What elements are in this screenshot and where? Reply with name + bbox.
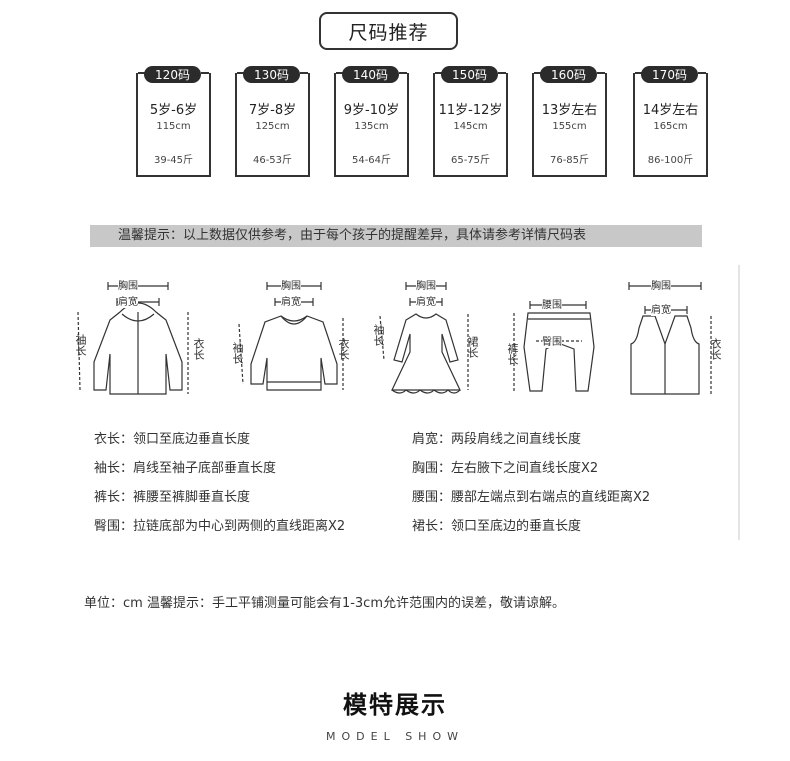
shoulder-label: 肩宽 [281, 293, 301, 308]
height-value: 135cm [354, 121, 389, 132]
weight-range: 65-75斤 [450, 155, 491, 166]
sleeve-label: 袖长 [74, 334, 87, 356]
length-label: 裤长 [506, 343, 519, 365]
jacket-diagram: 胸围 肩宽 袖长 衣长 [70, 272, 205, 402]
size-tag: 150码 [441, 66, 498, 83]
definition-key: 肩宽： [412, 432, 452, 447]
definition-key: 裙长： [412, 519, 452, 534]
definition-hip: 臀围：拉链底部为中心到两侧的直线距离X2 [94, 515, 345, 534]
dress-diagram: 胸围 肩宽 袖长 裙长 [370, 272, 480, 402]
size-card-160: 160码 13岁左右 155cm 76-85斤 [532, 66, 607, 177]
weight-range: 54-64斤 [351, 155, 392, 166]
definition-key: 胸围： [412, 461, 452, 476]
pants-diagram: 腰围 臀围 裤长 [500, 285, 610, 400]
age-range: 14岁左右 [642, 103, 699, 118]
chest-label: 胸围 [281, 277, 301, 292]
vest-diagram: 胸围 肩宽 衣长 [615, 272, 725, 402]
height-value: 145cm [453, 121, 488, 132]
chest-label: 胸围 [416, 277, 436, 292]
definition-sleeve: 袖长：肩线至袖子底部垂直长度 [94, 457, 276, 476]
sleeve-label: 袖长 [372, 324, 385, 346]
length-label: 衣长 [709, 338, 722, 360]
hip-label: 臀围 [542, 333, 562, 348]
definition-chest: 胸围：左右腋下之间直线长度X2 [412, 457, 598, 476]
size-tag: 170码 [641, 66, 698, 83]
model-show-title: 模特展示 [343, 691, 447, 719]
definition-value: 领口至底边垂直长度 [133, 432, 251, 447]
age-range: 11岁-12岁 [438, 103, 503, 118]
definition-waist: 腰围：腰部左端点到右端点的直线距离X2 [412, 486, 650, 505]
definition-key: 裤长： [94, 490, 134, 505]
definition-key: 袖长： [94, 461, 134, 476]
definition-shoulder: 肩宽：两段肩线之间直线长度 [412, 428, 581, 447]
definition-value: 腰部左端点到右端点的直线距离X2 [451, 490, 651, 505]
age-range: 7岁-8岁 [248, 103, 297, 118]
model-show-subtitle: MODEL SHOW [326, 730, 464, 743]
card-frame [433, 72, 508, 177]
length-label: 裙长 [466, 336, 479, 358]
definition-value: 裤腰至裤脚垂直长度 [133, 490, 251, 505]
definition-value: 拉链底部为中心到两侧的直线距离X2 [133, 519, 346, 534]
definition-skirt-length: 裙长：领口至底边的垂直长度 [412, 515, 581, 534]
age-range: 13岁左右 [541, 103, 598, 118]
size-card-170: 170码 14岁左右 165cm 86-100斤 [633, 66, 708, 177]
card-frame [532, 72, 607, 177]
tip-banner: 温馨提示：以上数据仅供参考，由于每个孩子的提醒差异，具体请参考详情尺码表 [90, 225, 702, 247]
size-card-130: 130码 7岁-8岁 125cm 46-53斤 [235, 66, 310, 177]
weight-range: 46-53斤 [252, 155, 293, 166]
vest-drawing [628, 282, 712, 395]
height-value: 115cm [156, 121, 191, 132]
definition-key: 衣长： [94, 432, 134, 447]
height-value: 165cm [653, 121, 688, 132]
weight-range: 86-100斤 [647, 155, 694, 166]
chest-label: 胸围 [118, 277, 138, 292]
age-range: 5岁-6岁 [149, 103, 198, 118]
card-frame [136, 72, 211, 177]
definition-pants-length: 裤长：裤腰至裤脚垂直长度 [94, 486, 250, 505]
definition-value: 左右腋下之间直线长度X2 [451, 461, 599, 476]
size-card-140: 140码 9岁-10岁 135cm 54-64斤 [334, 66, 409, 177]
definition-value: 领口至底边的垂直长度 [451, 519, 582, 534]
size-card-120: 120码 5岁-6岁 115cm 39-45斤 [136, 66, 211, 177]
size-tag: 160码 [540, 66, 597, 83]
size-tag: 140码 [342, 66, 399, 83]
definition-key: 腰围： [412, 490, 452, 505]
definition-value: 两段肩线之间直线长度 [451, 432, 582, 447]
height-value: 155cm [552, 121, 587, 132]
size-card-150: 150码 11岁-12岁 145cm 65-75斤 [433, 66, 508, 177]
chest-label: 胸围 [651, 277, 671, 292]
size-tag: 130码 [243, 66, 300, 83]
card-frame [633, 72, 708, 177]
weight-range: 76-85斤 [549, 155, 590, 166]
shoulder-label: 肩宽 [651, 301, 671, 316]
age-range: 9岁-10岁 [343, 103, 400, 118]
definition-key: 臀围： [94, 519, 134, 534]
definition-length: 衣长：领口至底边垂直长度 [94, 428, 250, 447]
card-frame [334, 72, 409, 177]
waist-label: 腰围 [542, 296, 562, 311]
divider-line [738, 265, 740, 540]
dress-drawing [379, 282, 469, 394]
size-recommend-title: 尺码推荐 [319, 12, 458, 50]
height-value: 125cm [255, 121, 290, 132]
weight-range: 39-45斤 [153, 155, 194, 166]
card-frame [235, 72, 310, 177]
shoulder-label: 肩宽 [118, 293, 138, 308]
length-label: 衣长 [192, 338, 205, 360]
definition-value: 肩线至袖子底部垂直长度 [133, 461, 277, 476]
sweater-diagram: 胸围 肩宽 袖长 衣长 [225, 272, 355, 402]
shoulder-label: 肩宽 [416, 293, 436, 308]
unit-note: 单位：cm 温馨提示：手工平铺测量可能会有1-3cm允许范围内的误差，敬请谅解。 [84, 596, 565, 611]
size-tag: 120码 [144, 66, 201, 83]
length-label: 衣长 [337, 338, 350, 360]
sleeve-label: 袖长 [231, 342, 244, 364]
